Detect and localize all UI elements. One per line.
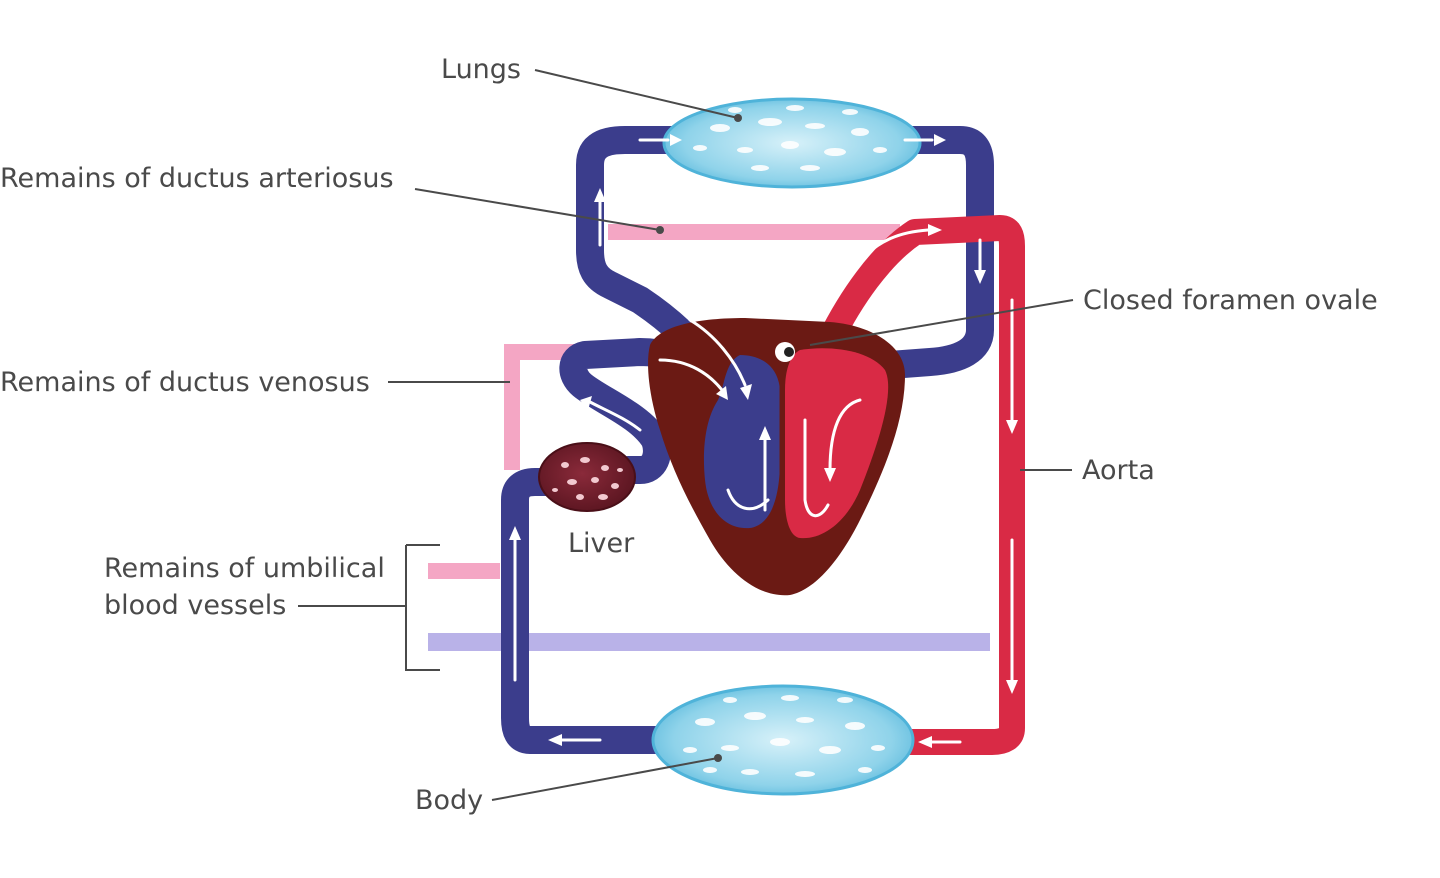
left-heart-chambers <box>785 348 889 539</box>
leader-lines <box>298 69 1074 801</box>
umbilical-bracket <box>405 544 440 671</box>
body-capillary-bed <box>651 684 915 796</box>
label-ductus-venosus: Remains of ductus venosus <box>0 367 370 398</box>
aorta-vessel <box>817 215 1025 755</box>
label-closed-foramen-ovale: Closed foramen ovale <box>1083 285 1378 316</box>
label-lungs: Lungs <box>441 54 521 85</box>
ductus-venosus-remnant <box>504 344 580 470</box>
label-liver: Liver <box>568 528 635 559</box>
right-heart-chambers <box>703 355 780 529</box>
inferior-vena-cava <box>501 468 674 754</box>
lungs-capillary-bed <box>662 97 922 189</box>
label-umbilical-line2: blood vessels <box>104 590 286 621</box>
heart <box>648 318 905 596</box>
label-body: Body <box>415 785 483 816</box>
liver <box>538 442 636 512</box>
ductus-arteriosus-leader <box>414 188 661 231</box>
label-umbilical-line1: Remains of umbilical <box>104 553 385 584</box>
closed-foramen-ovale-marker <box>775 342 795 362</box>
foramen-ovale-leader <box>809 299 1074 346</box>
body-leader <box>491 757 719 801</box>
label-aorta: Aorta <box>1082 455 1155 486</box>
oxygenated-vessels <box>817 215 1025 755</box>
labels: Lungs Remains of ductus arteriosus Close… <box>0 54 1378 816</box>
flow-arrows <box>509 134 1018 748</box>
label-ductus-arteriosus: Remains of ductus arteriosus <box>0 163 394 194</box>
lungs-leader <box>534 69 739 119</box>
pulmonary-vein <box>876 126 994 379</box>
